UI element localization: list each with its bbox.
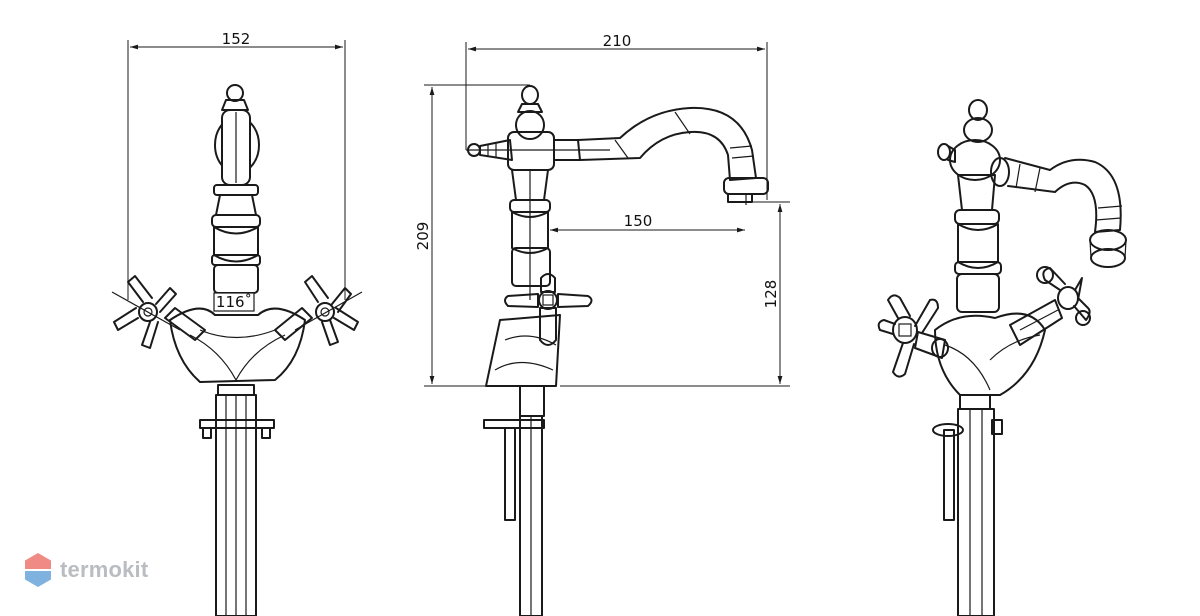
dim-label-128: 128 (762, 280, 780, 309)
side-view: 210 209 128 150 (414, 32, 790, 616)
dimension-front-width: 152 (127, 30, 346, 300)
termokit-logo[interactable]: termokit (24, 552, 148, 588)
front-view: 152 116˚ (111, 30, 363, 616)
dim-label-150: 150 (624, 212, 653, 230)
perspective-right-handle (1009, 266, 1091, 346)
perspective-view (877, 99, 1127, 616)
dimension-spout-reach: 150 (550, 212, 745, 233)
logo-text: termokit (60, 557, 149, 582)
dimension-total-height: 209 (414, 84, 530, 387)
front-left-handle (111, 275, 181, 349)
dim-label-152: 152 (222, 30, 251, 48)
front-right-handle (294, 275, 363, 346)
dimension-spout-height: 128 (560, 201, 790, 387)
dim-label-116: 116˚ (216, 293, 252, 311)
dim-label-210: 210 (603, 32, 632, 50)
dimension-side-width: 210 (465, 32, 768, 200)
dim-label-209: 209 (414, 222, 432, 251)
side-handle (504, 273, 593, 346)
perspective-left-handle (877, 294, 949, 378)
logo-hexagon-icon (25, 553, 51, 587)
